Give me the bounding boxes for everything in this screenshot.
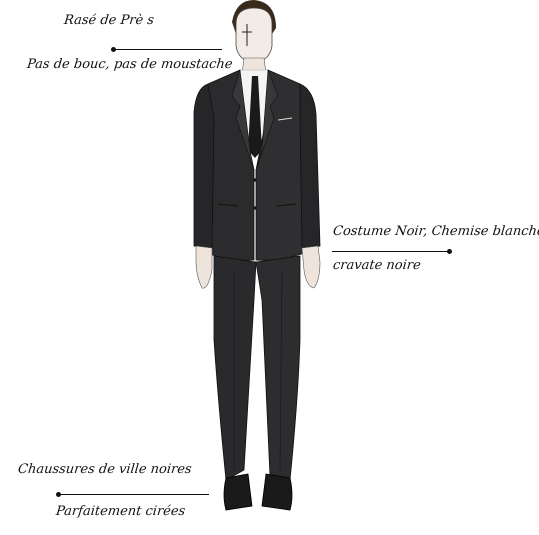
shoe-right: [262, 474, 292, 510]
leader-line-head: [114, 49, 222, 50]
annotation-suit-line1: Costume Noir, Chemise blanche,: [332, 224, 539, 239]
trouser-left: [214, 256, 256, 480]
leader-line-shoes: [59, 494, 209, 495]
annotation-shoes-line2: Parfaitement cirées: [55, 504, 186, 519]
annotation-shoes-line1: Chaussures de ville noires: [17, 462, 192, 477]
trouser-right: [256, 256, 300, 480]
arm-right: [300, 84, 320, 248]
leader-dot-suit: [447, 249, 452, 254]
annotation-suit-line2: cravate noire: [332, 258, 421, 273]
leader-dot-head: [111, 47, 116, 52]
leader-dot-shoes: [56, 492, 61, 497]
hand-right: [302, 246, 320, 288]
leader-line-suit: [332, 251, 450, 252]
annotation-head-line2: Pas de bouc, pas de moustache: [26, 57, 233, 72]
arm-left: [194, 84, 214, 248]
shoe-left: [224, 474, 252, 510]
face: [236, 8, 272, 64]
hand-left: [196, 246, 212, 288]
annotation-head-line1: Rasé de Prè s: [63, 13, 155, 28]
